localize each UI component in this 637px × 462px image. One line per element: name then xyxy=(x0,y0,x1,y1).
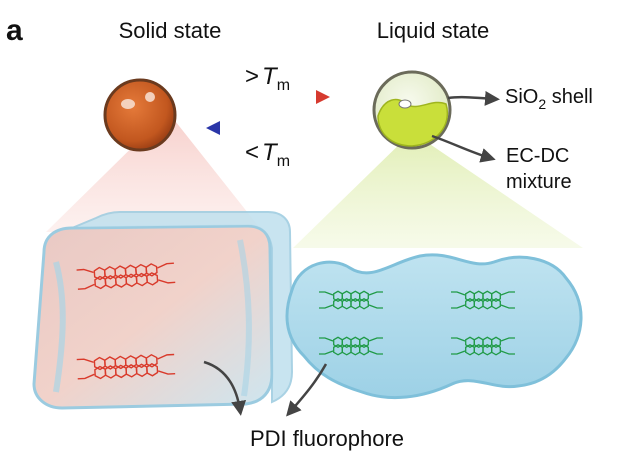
solid-beam xyxy=(46,112,263,232)
liquid-blob xyxy=(285,253,583,400)
molecule xyxy=(76,353,176,380)
solid-state-title: Solid state xyxy=(119,18,222,43)
molecule xyxy=(451,290,515,310)
solid-molecules xyxy=(76,262,176,380)
mixture-label-line2: mixture xyxy=(506,171,572,193)
molecule xyxy=(76,262,176,290)
cooling-label: <Tm xyxy=(245,139,290,170)
mixture-callout-arrow xyxy=(431,134,496,163)
molecule xyxy=(319,290,383,310)
panel-letter: a xyxy=(6,14,23,47)
shell-callout-arrow xyxy=(447,90,500,106)
liquid-beam xyxy=(293,132,583,248)
heating-label: >Tm xyxy=(245,63,290,94)
cooling-arrow xyxy=(206,121,328,135)
molecule xyxy=(451,336,515,356)
solid-sphere xyxy=(103,78,177,152)
heating-arrow xyxy=(203,90,330,104)
mixture-label-line1: EC-DC xyxy=(506,145,569,167)
shell-label: SiO2 shell xyxy=(505,86,593,112)
liquid-state-title: Liquid state xyxy=(377,18,490,43)
solid-ice-block xyxy=(32,211,294,410)
liquid-sphere xyxy=(372,70,452,150)
fluorophore-arrow-liquid xyxy=(286,363,328,417)
liquid-molecules xyxy=(319,290,515,356)
molecule xyxy=(319,336,383,356)
fluorophore-label: PDI fluorophore xyxy=(250,426,404,451)
fluorophore-arrow-solid xyxy=(203,360,247,416)
